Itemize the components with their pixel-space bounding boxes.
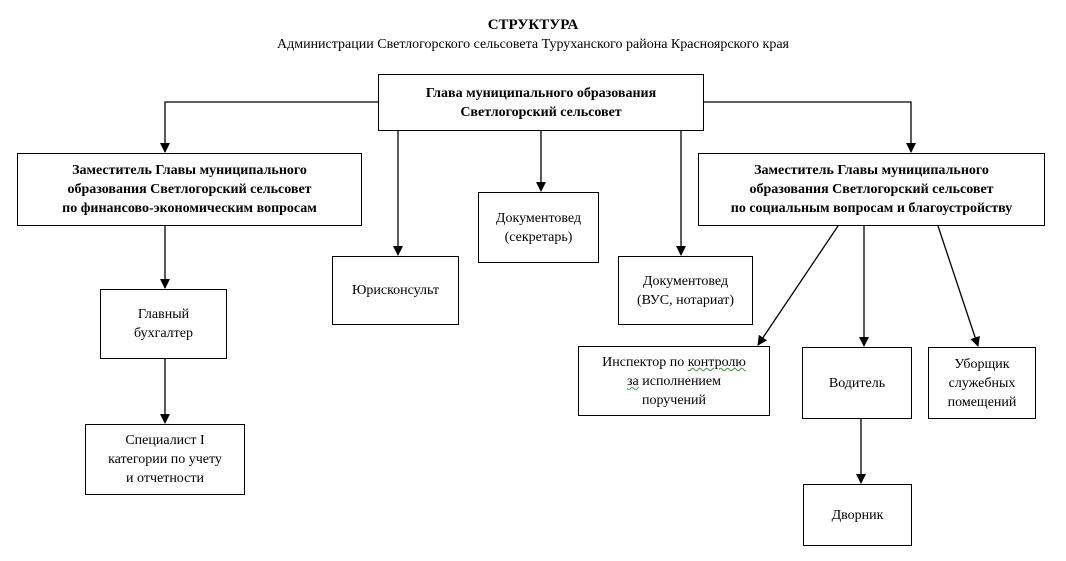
node-doc-vus: Документовед (ВУС, нотариат) (618, 256, 753, 325)
arrow-head-to-deputy-finance (160, 101, 378, 153)
node-lawyer: Юрисконсульт (332, 256, 459, 325)
node-deputy-social: Заместитель Главы муниципального образов… (698, 153, 1045, 226)
inspector-line-1: Инспектор по контролю (602, 355, 746, 370)
node-chief-accountant: Главный бухгалтер (100, 289, 227, 359)
arrow-head-to-deputy-social (703, 101, 916, 153)
diagram-subtitle: Администрации Светлогорского сельсовета … (276, 37, 789, 52)
diagram-title: СТРУКТУРА (487, 17, 579, 33)
node-specialist: Специалист I категории по учету и отчетн… (85, 424, 245, 495)
node-doc-secretary: Документовед (секретарь) (478, 192, 599, 263)
node-cleaner: Уборщик служебных помещений (928, 347, 1036, 419)
node-janitor: Дворник (803, 484, 912, 546)
inspector-line-3: поручений (641, 393, 707, 408)
node-driver: Водитель (802, 347, 912, 419)
arrow-deputy-social-to-inspector (757, 225, 839, 346)
node-head: Глава муниципального образования Светлог… (378, 74, 704, 131)
node-deputy-finance: Заместитель Главы муниципального образов… (17, 153, 362, 226)
arrow-deputy-social-to-cleaner (937, 225, 980, 347)
inspector-line-2: за исполнением (626, 374, 721, 389)
node-inspector: Инспектор по контролю за исполнением пор… (578, 346, 770, 416)
